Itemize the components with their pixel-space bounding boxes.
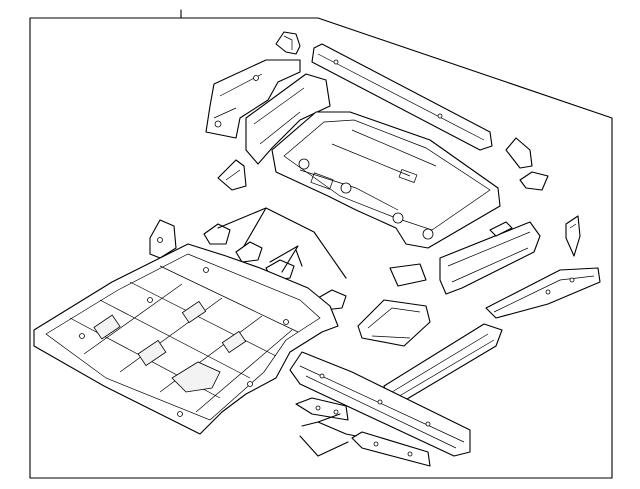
floor-bracket-2[interactable]: [235, 241, 263, 263]
small-bracket-left[interactable]: [217, 159, 247, 191]
floor-bracket-1[interactable]: [203, 223, 231, 245]
reinforcement-bracket[interactable]: [565, 215, 581, 257]
upper-rear-crossmember[interactable]: [311, 43, 493, 151]
front-crossmember[interactable]: [289, 351, 471, 457]
small-pad[interactable]: [389, 263, 427, 287]
lower-bracket-left[interactable]: [295, 397, 349, 421]
floor-pan[interactable]: [33, 243, 339, 435]
rear-wheelhouse-panel[interactable]: [245, 73, 331, 165]
rear-crossmember[interactable]: [439, 221, 541, 295]
lower-bracket-right[interactable]: [351, 431, 431, 467]
right-upper-bracket[interactable]: [505, 137, 549, 191]
diagram-frame: [29, 9, 613, 479]
rear-floor-pan[interactable]: [271, 111, 501, 249]
callout-leaders: [217, 207, 357, 457]
top-bracket[interactable]: [275, 31, 301, 55]
left-rear-inner-panel[interactable]: [205, 59, 301, 139]
floor-side-rail[interactable]: [485, 267, 601, 319]
left-gusset[interactable]: [149, 219, 177, 259]
center-crossmember-piece[interactable]: [357, 299, 431, 347]
